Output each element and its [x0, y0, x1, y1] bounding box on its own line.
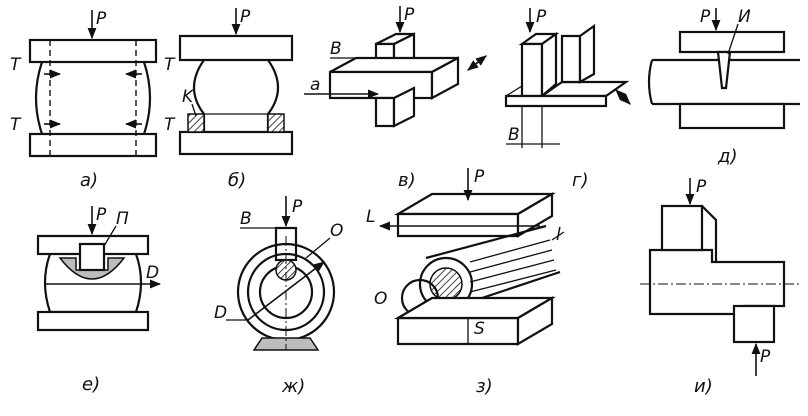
- panel-i: P P и): [640, 177, 800, 397]
- force-label: P: [760, 347, 771, 367]
- workpiece-step: [560, 34, 582, 84]
- lower-die: [396, 316, 520, 346]
- hatch-line: [469, 269, 557, 293]
- lower-die: [36, 310, 150, 332]
- upper-die: [396, 212, 520, 238]
- friction-label: T: [164, 55, 176, 75]
- initial-contour: [49, 39, 137, 156]
- die-side: [540, 31, 558, 99]
- ring-insert: [267, 113, 285, 133]
- lower-die: [732, 304, 776, 344]
- panel-z: P L l O S з): [366, 167, 565, 397]
- ring-label: K: [182, 87, 195, 107]
- caption: з): [476, 376, 493, 397]
- tool-label: И: [738, 7, 751, 27]
- s-label: S: [474, 319, 485, 339]
- direction-arrow: [467, 55, 487, 71]
- panel-d: P И д): [647, 7, 800, 167]
- diameter-arrow: [247, 261, 325, 321]
- workpiece: [648, 248, 786, 316]
- punch-label: П: [116, 209, 129, 229]
- force-label: P: [700, 7, 711, 27]
- lower-punch: [374, 96, 396, 128]
- hatching: [469, 239, 557, 293]
- force-label: P: [536, 7, 547, 27]
- hatch-line: [469, 259, 555, 283]
- punch-side: [392, 86, 416, 128]
- leader-line: [103, 225, 117, 247]
- die: [520, 42, 544, 98]
- lower-die-side: [516, 296, 554, 346]
- force-label: P: [96, 205, 107, 225]
- upper-die: [178, 34, 294, 62]
- leader-line: [551, 231, 565, 241]
- diameter-label: D: [146, 263, 159, 283]
- panel-b: P K б): [178, 7, 294, 191]
- force-label: P: [474, 167, 485, 187]
- workpiece: [192, 59, 280, 132]
- force-label: P: [96, 9, 107, 29]
- hatch-line: [469, 239, 551, 263]
- caption: ж): [281, 376, 305, 397]
- workpiece: [34, 61, 152, 135]
- l-label: l: [556, 225, 561, 245]
- base: [504, 94, 608, 108]
- width-label: B: [240, 209, 252, 229]
- leader-line: [191, 103, 197, 117]
- panel-a: P T T T T а): [10, 9, 176, 191]
- caption: г): [572, 170, 588, 191]
- die-step: [701, 205, 718, 262]
- force-label: P: [240, 7, 251, 27]
- caption: е): [82, 374, 100, 395]
- upper-die: [28, 38, 158, 64]
- width-label: B: [330, 39, 342, 59]
- panel-g: P B г): [504, 7, 631, 191]
- caption: а): [80, 170, 98, 191]
- edge-line: [505, 85, 523, 97]
- panel-e: P П D е): [36, 205, 162, 395]
- lower-die: [178, 130, 294, 156]
- upper-die: [660, 204, 704, 252]
- workpiece-step-side: [578, 23, 596, 84]
- panel-zh: P B O D ж): [214, 196, 343, 397]
- friction-label: T: [10, 115, 22, 135]
- caption: в): [398, 170, 416, 191]
- feed-label: a: [310, 75, 320, 95]
- caption: и): [694, 376, 713, 397]
- diameter-label: D: [214, 303, 227, 323]
- force-label: P: [404, 5, 415, 25]
- mandrel-label: O: [330, 221, 343, 241]
- friction-label: T: [10, 55, 22, 75]
- force-label: P: [292, 197, 303, 217]
- force-label: P: [696, 177, 707, 197]
- leader-line: [305, 237, 331, 259]
- punch: [78, 242, 106, 272]
- panel-v: P B a в): [304, 5, 487, 191]
- hatch-line: [469, 249, 553, 273]
- caption: б): [228, 170, 246, 191]
- leader-line: [727, 23, 739, 55]
- mandrel: [429, 267, 463, 301]
- direction-arrow: [615, 89, 631, 105]
- lower-die: [678, 102, 786, 130]
- lower-die: [28, 132, 158, 158]
- friction-label: T: [164, 115, 176, 135]
- workpiece-side: [430, 56, 460, 100]
- length-label: L: [366, 207, 375, 227]
- width-label: B: [508, 125, 520, 145]
- cutting-tool: [716, 50, 732, 90]
- mandrel-label: O: [374, 289, 387, 309]
- caption: д): [717, 146, 737, 167]
- ring-insert: [187, 113, 205, 133]
